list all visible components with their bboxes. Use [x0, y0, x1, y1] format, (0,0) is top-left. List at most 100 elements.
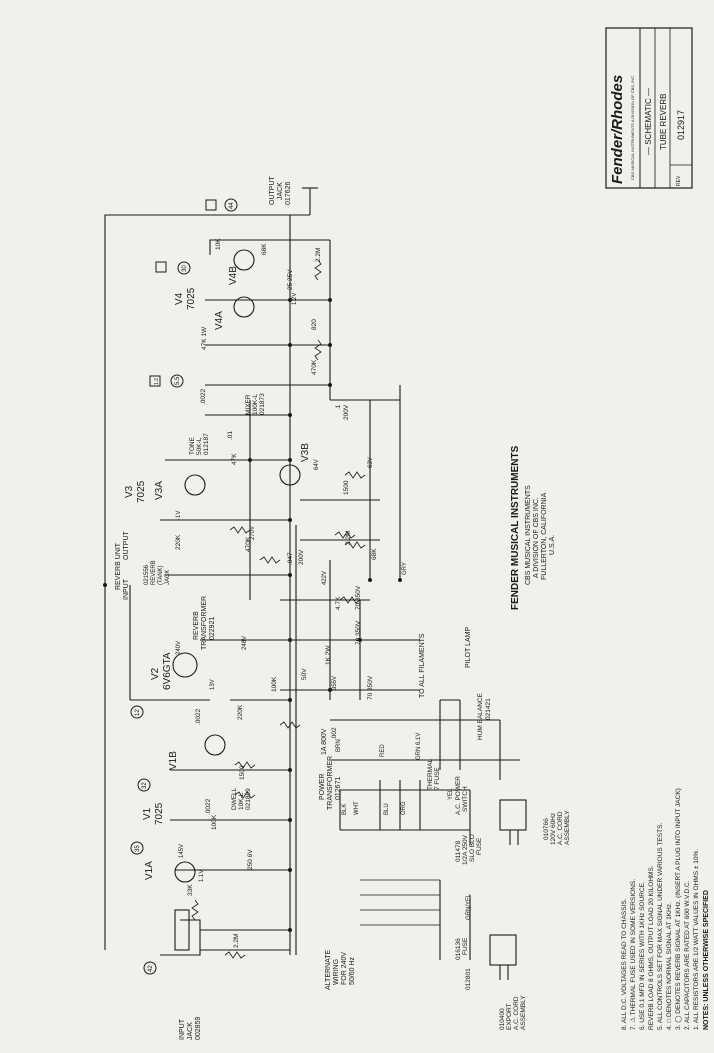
r-2-2m: 2.2M — [233, 934, 240, 948]
reverb-transformer-line1: REVERB — [193, 611, 200, 640]
input-jack-line2: JACK — [187, 1022, 194, 1040]
product-name: TUBE REVERB — [659, 94, 668, 150]
tone-value: 50K-L — [196, 437, 203, 455]
alt-part-label: 012801 — [465, 968, 472, 990]
c-0022-a: .0022 — [205, 798, 212, 815]
r-100k-a: 100K — [211, 814, 218, 830]
tube-v4b-label: V4B — [228, 266, 239, 285]
cord-line3: A.C. CORD — [557, 811, 564, 845]
part-number: 012917 — [676, 110, 686, 140]
transformer-labels: POWER TRANSFORMER 012671 REVERB TRANSFOR… — [193, 596, 342, 810]
r-470k-a: 470K — [245, 536, 252, 552]
filaments-label: TO ALL FILAMENTS — [419, 633, 426, 698]
v-neg1: -1V — [176, 511, 182, 520]
signal-marker-values: 42 35 32 12 1.2 5.5 30 44 — [135, 202, 235, 972]
component-values: 33K 2.2M 1500 100K 220K .0022 .0022 .002… — [175, 238, 378, 948]
r-10k: 10K — [215, 238, 222, 250]
pilot-lamp-label: PILOT LAMP — [465, 627, 472, 668]
v-1-1: 1.1V — [199, 870, 205, 882]
wire-blk: BLK — [342, 804, 348, 815]
tone-part: 012187 — [203, 433, 210, 455]
alt-wiring-line4: 50/60 Hz — [349, 956, 356, 985]
brand-small: CBS MUSICAL INSTRUMENTS A DIVISION OF CB… — [630, 75, 635, 180]
notes-block: NOTES: UNLESS OTHERWISE SPECIFIED 1. ALL… — [621, 788, 710, 1030]
company-name: FENDER MUSICAL INSTRUMENTS — [510, 445, 521, 610]
output-jack-line1: OUTPUT — [269, 176, 276, 206]
v-63: 63V — [368, 457, 374, 468]
v-248: 248V — [242, 636, 248, 650]
brand-logo: Fender/Rhodes — [609, 75, 626, 184]
c-250-6v: 250 6V — [247, 849, 254, 870]
alt-wiring-line1: ALTERNATE — [325, 949, 332, 990]
c-047: .047 — [287, 552, 294, 565]
tone-label: TONE — [189, 436, 196, 455]
reverb-jack-line1: 021556 — [144, 564, 150, 585]
tube-v1-label: V1 — [142, 807, 153, 820]
c-002: .002 — [331, 727, 338, 740]
wire-org: ORG — [401, 801, 407, 815]
v-270: 270V — [250, 526, 256, 540]
reverb-jack-line4: JACK — [165, 570, 171, 585]
reverb-input-label: INPUT — [123, 578, 130, 600]
fuse-line1: 011478 — [455, 840, 462, 862]
r-2-2m-c: 2.2M — [315, 248, 322, 262]
alt-fuse-line2: FUSE — [462, 937, 469, 955]
tube-v4a-label: V4A — [214, 311, 225, 330]
tube-v4-label: V4 — [174, 292, 185, 305]
junctions — [103, 298, 402, 932]
mixer-label: MIXER — [245, 394, 252, 415]
input-jack-line1: INPUT — [179, 1018, 186, 1040]
wire-grn-yel: GRN/YEL — [466, 893, 472, 920]
alt-cord-line2: EXPORT — [506, 1003, 513, 1030]
reverb-transformer-line2: TRANSFORMER — [201, 596, 208, 650]
hum-balance-label: HUM BALANCE — [477, 692, 484, 740]
tube-v3-type: 7025 — [136, 480, 147, 503]
note-7: 7. ⚠ THERMAL FUSE USED IN SOME VERSIONS. — [629, 879, 637, 1030]
c-200v-a: 200V — [298, 549, 305, 565]
alt-fuse-line1: 016136 — [455, 938, 462, 960]
wire-gry: GRY — [402, 562, 408, 575]
tube-v4-type: 7025 — [186, 287, 197, 310]
control-labels: DWELL 10K-L 021899 TONE 50K-L 012187 MIX… — [189, 393, 492, 810]
wire-wht: WHT — [354, 801, 360, 815]
r-470k-b: 470K — [311, 359, 318, 375]
fuse-line4: FUSE — [476, 837, 483, 855]
reverb-jack-line3: (TANK) — [158, 565, 164, 585]
c-70-350v-c: 70 350V — [367, 675, 374, 700]
v-64: 64V — [314, 459, 320, 470]
c-200v-b: 200V — [343, 404, 350, 420]
hum-balance-part: 021421 — [485, 698, 492, 720]
alt-wiring-line3: FOR 240V — [341, 952, 348, 985]
wire-color-labels: BLK WHT BLU ORG YEL GRN RED GRN/YEL BRN … — [336, 562, 472, 920]
company-block: FENDER MUSICAL INSTRUMENTS CBS MUSICAL I… — [510, 445, 556, 610]
tube-v3a-label: V3A — [154, 481, 165, 500]
main-circuit — [104, 187, 527, 980]
v-422: 422V — [322, 571, 328, 585]
tube-v3-label: V3 — [124, 485, 135, 498]
tube-envelopes — [172, 249, 301, 883]
r-4-7k-a: 4.7K — [335, 596, 342, 610]
c-0022-c: .0022 — [200, 388, 207, 405]
switch-line1: A.C. POWER — [455, 776, 462, 815]
output-jack-line2: JACK — [277, 182, 284, 200]
company-line4: U.S.A. — [549, 535, 556, 555]
r-100k-b: 100K — [271, 676, 278, 692]
title-block: Fender/Rhodes CBS MUSICAL INSTRUMENTS A … — [605, 27, 693, 189]
dwell-label: DWELL — [231, 787, 238, 810]
schematic-line: — SCHEMATIC — — [644, 88, 653, 155]
c-50v: 50V — [301, 668, 308, 680]
power-transformer-line3: 012671 — [335, 777, 342, 800]
r-47k-a: 47K — [231, 453, 238, 465]
dwell-part: 021899 — [245, 788, 252, 810]
company-line1: CBS MUSICAL INSTRUMENTS — [525, 485, 532, 585]
company-line3: FULLERTON, CALIFORNIA — [541, 492, 548, 580]
fuse-line2: 1/2A 250V — [462, 834, 469, 865]
sig-30: 30 — [182, 265, 188, 272]
r-220k-b: 220K — [175, 534, 182, 550]
wire-yel: YEL — [448, 788, 454, 800]
sig-12: 12 — [135, 709, 141, 716]
alt-cord-line3: A.C. CORD — [513, 996, 520, 1030]
tube-labels: V1 7025 V1A V1B V2 6V6GTA V3 7025 V3A V3… — [124, 266, 311, 880]
sig-35: 35 — [135, 845, 141, 852]
v-1-2: 1.2V — [292, 293, 298, 305]
